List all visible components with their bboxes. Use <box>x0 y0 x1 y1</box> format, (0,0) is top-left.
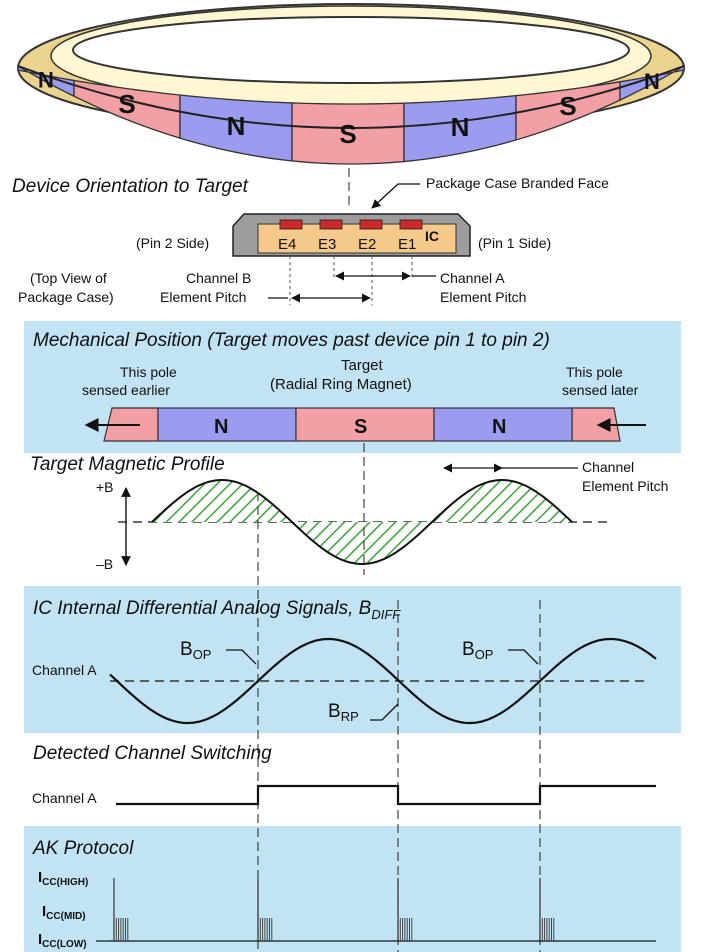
element-pad-e2 <box>359 219 383 230</box>
icc-high-sub: CC(HIGH) <box>42 877 88 888</box>
element-pad-e1 <box>399 219 423 230</box>
analog-title: IC Internal Differential Analog Signals,… <box>33 598 401 622</box>
protocol-title: AK Protocol <box>32 838 134 859</box>
switching-waveform <box>116 784 656 806</box>
target-strip: N S N <box>103 407 621 442</box>
top-view-label-2: Package Case) <box>18 289 114 305</box>
icc-low-sub: CC(LOW) <box>42 939 86 950</box>
mechanical-title: Mechanical Position (Target moves past d… <box>33 330 550 351</box>
protocol-pulses <box>113 878 555 941</box>
orientation-title: Device Orientation to Target <box>12 176 249 197</box>
ring-pole-label-3: N <box>227 111 246 141</box>
strip-pole-3: N <box>492 416 506 438</box>
channel-a-label-1: Channel A <box>440 270 505 286</box>
switching-channel-label: Channel A <box>32 790 97 806</box>
ring-pole-label-7: N <box>644 69 660 94</box>
brp-sub: RP <box>341 709 359 724</box>
bop-1-main: B <box>180 639 193 660</box>
element-label-e4: E4 <box>278 236 296 253</box>
pitch-label-1: Channel <box>582 459 634 475</box>
ring-pole-label-1: N <box>38 68 54 93</box>
bop-1-sub: OP <box>193 647 212 662</box>
minus-b-label: –B <box>96 556 113 572</box>
channel-b-label-1: Channel B <box>186 270 251 286</box>
analog-title-sub: DIFF <box>371 607 401 622</box>
pin2-side-label: (Pin 2 Side) <box>136 235 209 251</box>
protocol-panel <box>24 826 681 952</box>
icc-mid-main: I <box>42 903 46 920</box>
earlier-label-1: This pole <box>120 364 177 380</box>
bop-2-main: B <box>462 639 475 660</box>
ic-package: E4 E3 E2 E1 IC <box>232 213 471 257</box>
bop-leader-1 <box>226 649 257 665</box>
bop-leader-2 <box>508 649 539 665</box>
ring-pole-label-2: S <box>118 89 135 119</box>
pin1-side-label: (Pin 1 Side) <box>478 235 551 251</box>
analog-panel <box>24 586 681 733</box>
target-label-1: Target <box>341 357 384 374</box>
icc-high-label: ICC(HIGH) <box>38 869 88 888</box>
icc-low-main: I <box>38 931 42 948</box>
channel-b-label-2: Element Pitch <box>160 289 246 305</box>
ring-pole-label-6: S <box>559 91 576 121</box>
brp-main: B <box>328 701 341 722</box>
brp-label: BRP <box>328 701 359 724</box>
element-label-e1: E1 <box>398 236 416 253</box>
ic-label: IC <box>425 228 439 244</box>
plus-b-label: +B <box>96 479 114 495</box>
analog-title-main: IC Internal Differential Analog Signals,… <box>33 598 372 619</box>
element-pad-e3 <box>319 219 343 230</box>
icc-mid-label: ICC(MID) <box>42 903 86 922</box>
alignment-guides <box>257 168 541 952</box>
analog-waveform <box>109 637 657 725</box>
profile-waveform <box>151 479 573 565</box>
icc-high-main: I <box>38 869 42 886</box>
top-view-label-1: (Top View of <box>30 270 107 286</box>
ring-magnet: N S N S N S N <box>17 3 685 165</box>
bop-2-sub: OP <box>475 647 494 662</box>
switching-title: Detected Channel Switching <box>33 743 272 764</box>
icc-mid-sub: CC(MID) <box>46 911 85 922</box>
icc-low-label: ICC(LOW) <box>38 931 87 950</box>
profile-hatch <box>152 480 572 564</box>
strip-pole-1: N <box>214 416 228 438</box>
analog-channel-label: Channel A <box>32 662 97 678</box>
strip-pole-2: S <box>354 416 367 438</box>
element-label-e2: E2 <box>358 236 376 253</box>
ring-pole-label-4: S <box>339 119 356 149</box>
ring-pole-label-5: N <box>451 112 470 142</box>
element-label-e3: E3 <box>318 236 336 253</box>
branded-face-label: Package Case Branded Face <box>426 175 609 191</box>
pitch-label-2: Element Pitch <box>582 478 668 494</box>
profile-title: Target Magnetic Profile <box>30 454 225 475</box>
element-pad-e4 <box>279 219 303 230</box>
earlier-label-2: sensed earlier <box>82 382 170 398</box>
target-label-2: (Radial Ring Magnet) <box>270 376 412 393</box>
bop-label-2: BOP <box>462 639 493 662</box>
later-label-1: This pole <box>566 364 623 380</box>
channel-a-label-2: Element Pitch <box>440 289 526 305</box>
brp-leader <box>370 703 399 721</box>
bop-label-1: BOP <box>180 639 211 662</box>
branded-face-leader <box>371 183 420 209</box>
later-label-2: sensed later <box>562 382 639 398</box>
